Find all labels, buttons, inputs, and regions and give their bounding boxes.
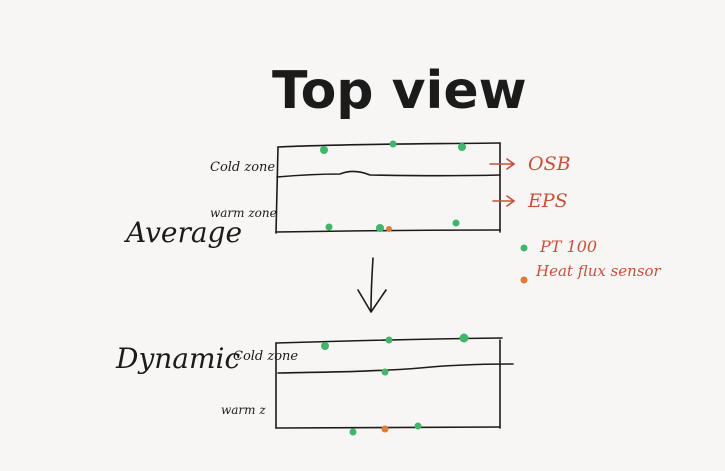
bottom-diagram: Cold zone warm z Dynamic <box>115 333 514 436</box>
bottom-cold-pt100-3 <box>459 333 469 343</box>
top-warm-pt100-2 <box>376 224 384 232</box>
transition-arrow-head <box>357 289 387 313</box>
legend: PT 100 Heat flux sensor <box>520 237 662 284</box>
top-cold-pt100-1 <box>320 146 328 154</box>
top-cold-pt100-2 <box>389 140 397 148</box>
dynamic-label: Dynamic <box>115 342 241 375</box>
top-box-edge-left <box>275 146 279 234</box>
title: Top view <box>272 61 527 121</box>
osb-label: OSB <box>528 153 571 175</box>
bottom-warm-zone-label: warm z <box>221 403 266 417</box>
legend-heat-flux-label: Heat flux sensor <box>535 262 662 280</box>
eps-arrow <box>492 195 516 207</box>
top-box-edge-top <box>277 142 501 148</box>
top-warm-pt100-1 <box>325 223 333 231</box>
bottom-cold-zone-label: Cold zone <box>233 349 298 364</box>
top-warm-heat-flux-sensor <box>386 226 392 232</box>
legend-pt100-label: PT 100 <box>539 237 597 256</box>
bottom-warm-heat-flux-sensor <box>381 425 389 433</box>
top-warm-pt100-3 <box>452 219 460 227</box>
top-warm-zone-label: warm zone <box>210 206 277 220</box>
bottom-cold-pt100-2 <box>385 336 393 344</box>
transition-arrow-shaft <box>370 257 374 311</box>
bottom-interface-pt100 <box>381 368 389 376</box>
top-diagram: Cold zone warm zone Average OSB EPS <box>123 140 571 249</box>
top-cold-zone-label: Cold zone <box>210 160 275 175</box>
bottom-warm-pt100-1 <box>349 428 357 436</box>
osb-arrow <box>489 158 516 170</box>
legend-heat-flux-swatch <box>520 276 528 284</box>
bottom-layer-interface <box>277 363 514 374</box>
top-layer-interface <box>276 170 501 178</box>
average-label: Average <box>123 216 242 249</box>
bottom-warm-pt100-2 <box>414 422 422 430</box>
top-cold-pt100-3 <box>458 143 466 151</box>
eps-label: EPS <box>527 190 568 212</box>
bottom-cold-pt100-1 <box>321 342 329 350</box>
legend-pt100-swatch <box>520 244 528 252</box>
bottom-box-edge-top <box>275 337 503 344</box>
